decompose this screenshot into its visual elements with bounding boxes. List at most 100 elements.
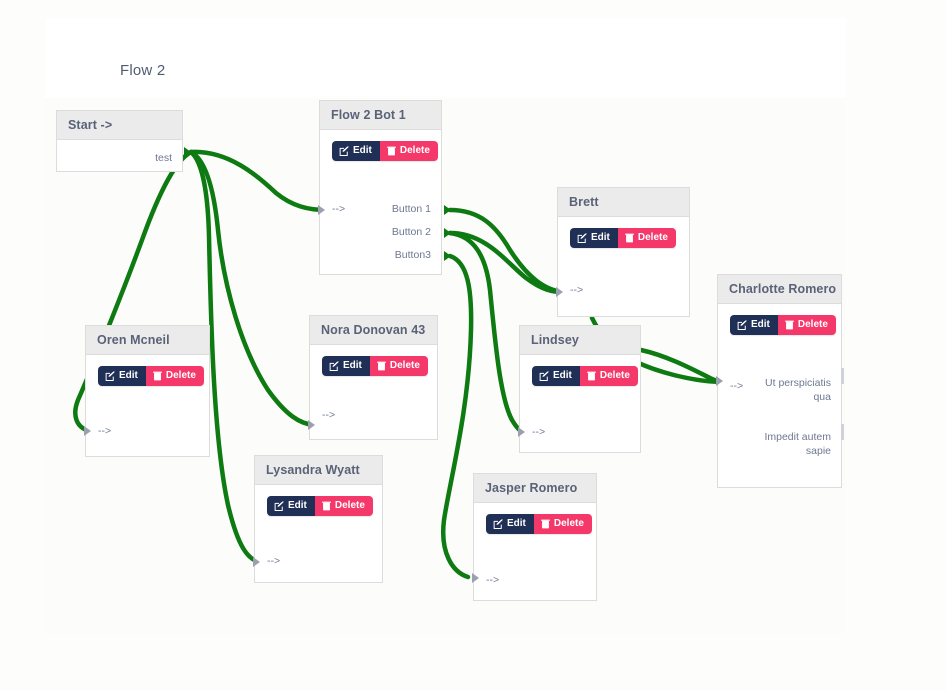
edit-button[interactable]: Edit (730, 315, 778, 335)
port-marker-out-button3 (444, 251, 451, 261)
node-oren-mcneil[interactable]: Oren Mcneil Edit Delete --> (85, 325, 210, 457)
delete-button-label: Delete (165, 370, 196, 381)
edit-button[interactable]: Edit (486, 514, 534, 534)
node-flow2bot1[interactable]: Flow 2 Bot 1 Edit Delete --> Button 1 (319, 100, 442, 275)
delete-button-label: Delete (797, 319, 828, 330)
pencil-square-icon (274, 501, 284, 511)
port-out-flow2bot1-button3[interactable]: Button3 (394, 249, 431, 261)
delete-button-label: Delete (637, 232, 668, 243)
node-lindsey-body: Edit Delete --> (520, 355, 640, 450)
port-out-charlotte-text-1[interactable]: Ut perspiciatis qua (765, 377, 831, 403)
node-oren-mcneil-title: Oren Mcneil (86, 326, 209, 355)
port-out-flow2bot1-button1[interactable]: Button 1 (391, 203, 431, 215)
edit-button[interactable]: Edit (570, 228, 618, 248)
port-in-oren-mcneil[interactable]: --> (98, 425, 112, 437)
edit-button[interactable]: Edit (332, 141, 380, 161)
pencil-square-icon (577, 233, 587, 243)
delete-button[interactable]: Delete (777, 315, 836, 335)
port-marker-in-charlotte-romero (716, 376, 723, 386)
page-title: Flow 2 (120, 62, 166, 79)
pencil-square-icon (329, 361, 339, 371)
node-charlotte-romero-actions: Edit Delete (730, 315, 836, 335)
edit-button-label: Edit (343, 360, 362, 371)
node-brett[interactable]: Brett Edit Delete --> (557, 187, 690, 317)
pencil-square-icon (737, 320, 747, 330)
edit-button-label: Edit (553, 370, 572, 381)
edit-button-label: Edit (119, 370, 138, 381)
delete-button[interactable]: Delete (617, 228, 676, 248)
node-start-body: test (57, 140, 182, 169)
edit-button[interactable]: Edit (322, 356, 370, 376)
port-out-start-test[interactable]: test (155, 152, 172, 164)
node-oren-mcneil-body: Edit Delete --> (86, 355, 209, 454)
edit-button-label: Edit (507, 518, 526, 529)
delete-button-label: Delete (389, 360, 420, 371)
trash-icon (377, 361, 386, 371)
node-jasper-romero-title: Jasper Romero (474, 474, 596, 503)
node-charlotte-romero[interactable]: Charlotte Romero Edit Delete --> Ut pers… (717, 274, 842, 488)
port-tick-charlotte-out-2[interactable] (841, 424, 844, 440)
trash-icon (785, 320, 794, 330)
port-in-nora-donovan[interactable]: --> (322, 409, 336, 421)
node-flow2bot1-title: Flow 2 Bot 1 (320, 101, 441, 130)
port-in-brett[interactable]: --> (570, 284, 584, 296)
node-lysandra-wyatt-actions: Edit Delete (267, 496, 373, 516)
node-lindsey-title: Lindsey (520, 326, 640, 355)
node-oren-mcneil-actions: Edit Delete (98, 366, 204, 386)
node-jasper-romero-actions: Edit Delete (486, 514, 592, 534)
port-marker-in-brett (556, 287, 563, 297)
port-in-flow2bot1[interactable]: --> (332, 203, 346, 215)
delete-button[interactable]: Delete (145, 366, 204, 386)
delete-button-label: Delete (599, 370, 630, 381)
delete-button-label: Delete (334, 500, 365, 511)
node-lysandra-wyatt-title: Lysandra Wyatt (255, 456, 382, 485)
node-lindsey[interactable]: Lindsey Edit Delete --> (519, 325, 641, 453)
port-marker-start-test (184, 147, 191, 157)
edit-button-label: Edit (751, 319, 770, 330)
port-marker-out-button1 (444, 205, 451, 215)
delete-button[interactable]: Delete (533, 514, 592, 534)
edit-button[interactable]: Edit (532, 366, 580, 386)
port-marker-in-flow2bot1 (318, 205, 325, 215)
trash-icon (153, 371, 162, 381)
pencil-square-icon (539, 371, 549, 381)
edit-button-label: Edit (288, 500, 307, 511)
node-flow2bot1-body: Edit Delete --> Button 1 Button 2 Button… (320, 130, 441, 272)
port-marker-out-button2 (444, 228, 451, 238)
delete-button[interactable]: Delete (314, 496, 373, 516)
delete-button[interactable]: Delete (379, 141, 438, 161)
port-out-charlotte-text-2[interactable]: Impedit autem sapie (764, 431, 831, 457)
trash-icon (625, 233, 634, 243)
port-in-jasper-romero[interactable]: --> (486, 574, 500, 586)
edit-button[interactable]: Edit (98, 366, 146, 386)
page-header-band: Flow 2 (45, 18, 846, 98)
port-marker-in-lysandra-wyatt (253, 557, 260, 567)
node-nora-donovan[interactable]: Nora Donovan 43 Edit Delete --> (309, 315, 438, 440)
pencil-square-icon (105, 371, 115, 381)
trash-icon (587, 371, 596, 381)
delete-button[interactable]: Delete (369, 356, 428, 376)
node-charlotte-romero-title: Charlotte Romero (718, 275, 841, 304)
node-lindsey-actions: Edit Delete (532, 366, 638, 386)
port-tick-charlotte-out-1[interactable] (841, 368, 844, 384)
node-start[interactable]: Start -> test (56, 110, 183, 172)
port-marker-in-oren-mcneil (84, 426, 91, 436)
node-charlotte-romero-body: Edit Delete --> Ut perspiciatis qua Impe… (718, 304, 841, 485)
edit-button[interactable]: Edit (267, 496, 315, 516)
node-start-title: Start -> (57, 111, 182, 140)
delete-button[interactable]: Delete (579, 366, 638, 386)
trash-icon (322, 501, 331, 511)
edit-button-label: Edit (353, 145, 372, 156)
port-out-flow2bot1-button2[interactable]: Button 2 (391, 226, 431, 238)
port-in-lysandra-wyatt[interactable]: --> (267, 555, 281, 567)
port-marker-in-jasper-romero (472, 573, 479, 583)
port-in-charlotte-romero[interactable]: --> (730, 380, 744, 392)
trash-icon (387, 146, 396, 156)
trash-icon (541, 519, 550, 529)
port-in-lindsey[interactable]: --> (532, 426, 546, 438)
delete-button-label: Delete (399, 145, 430, 156)
node-lysandra-wyatt[interactable]: Lysandra Wyatt Edit Delete --> (254, 455, 383, 583)
port-marker-in-lindsey (518, 427, 525, 437)
node-jasper-romero[interactable]: Jasper Romero Edit Delete --> (473, 473, 597, 601)
